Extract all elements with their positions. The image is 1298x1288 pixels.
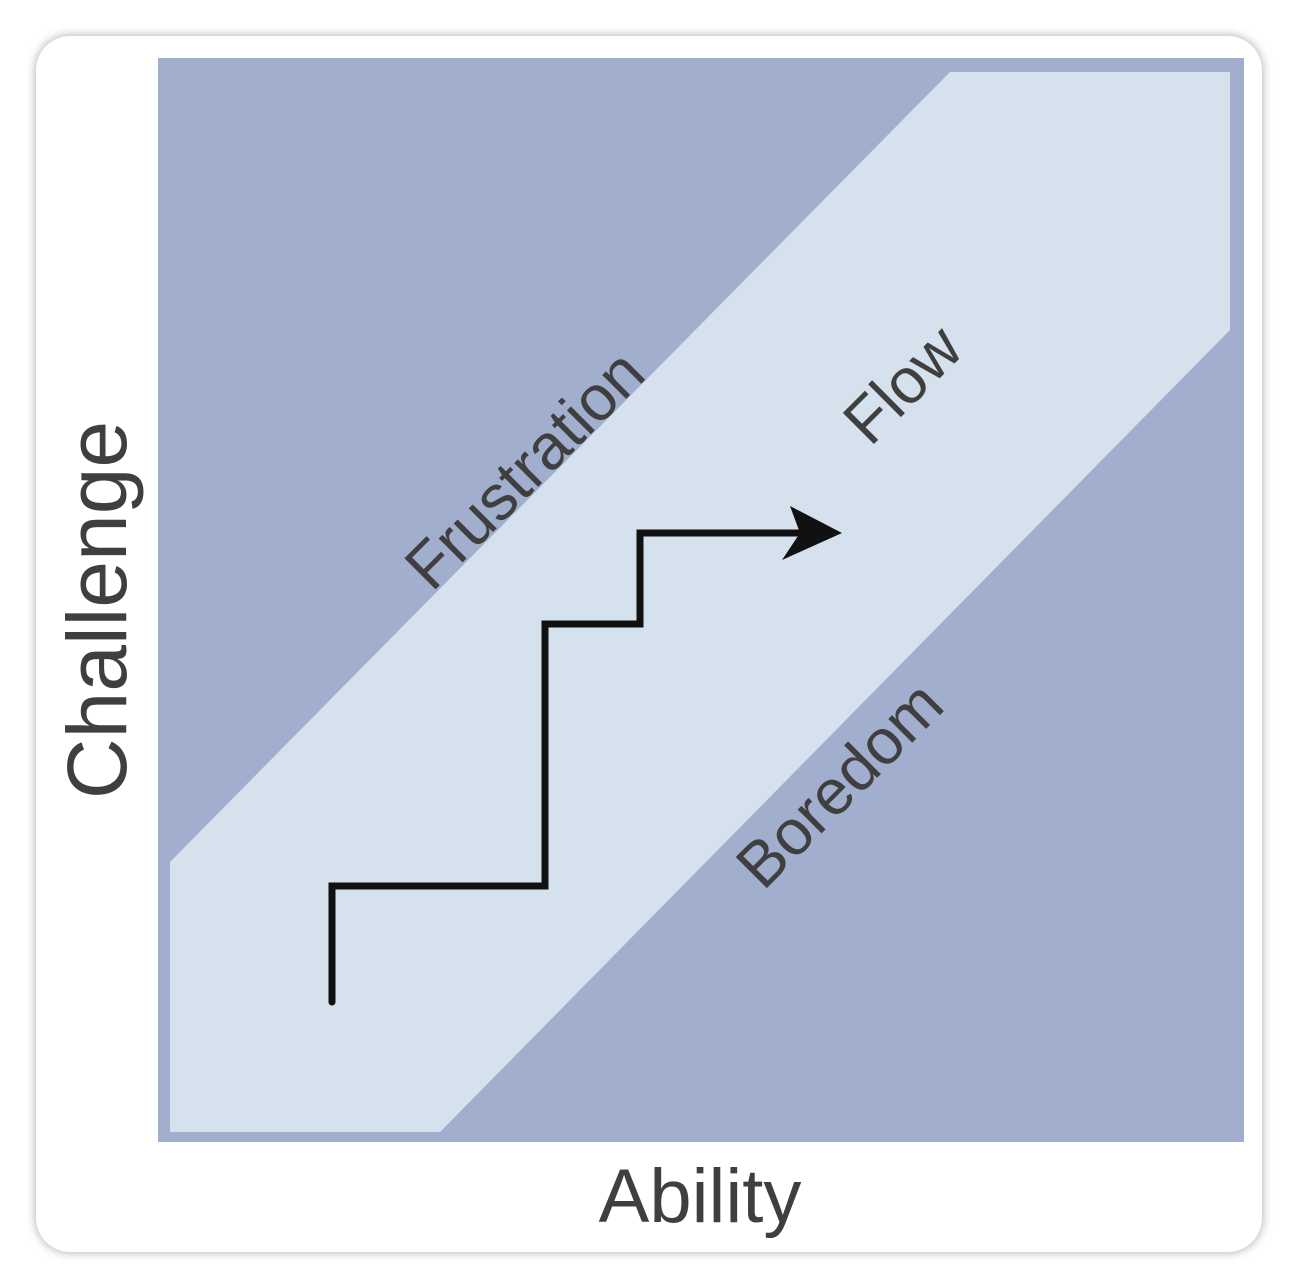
x-axis-label: Ability (599, 1154, 802, 1239)
flow-band (170, 72, 1230, 1132)
y-axis-label: Challenge (50, 421, 144, 799)
staircase-path (328, 529, 804, 1006)
arrow-head-icon (782, 506, 842, 560)
